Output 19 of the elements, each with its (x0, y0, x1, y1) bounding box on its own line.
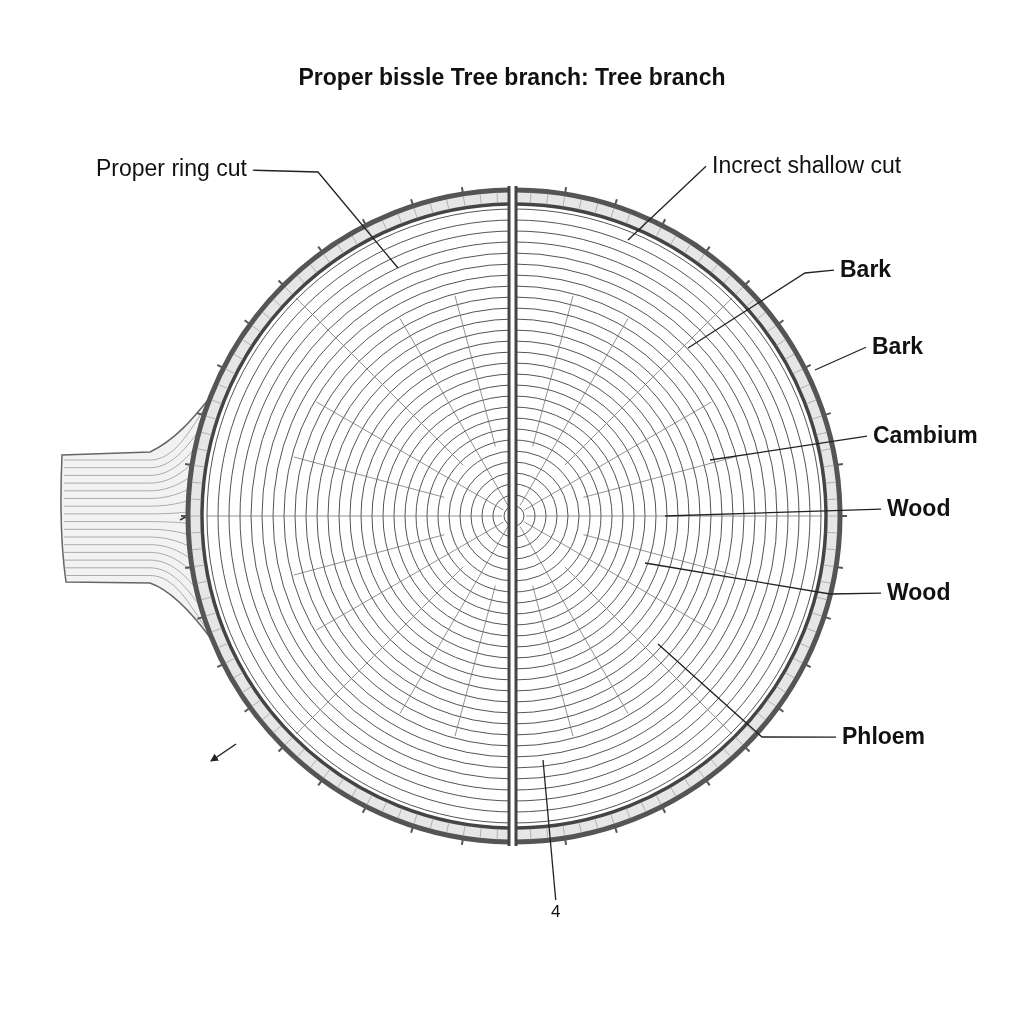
leader-line (644, 562, 882, 595)
part-label: Bark (840, 256, 892, 283)
part-label: Wood (887, 579, 951, 606)
part-label: Proper ring cut (96, 155, 247, 182)
leader-line (664, 508, 882, 517)
part-label: Wood (887, 495, 951, 522)
callout-number: 4 (551, 902, 561, 922)
part-label: Bark (872, 333, 924, 360)
leader-line (252, 169, 399, 269)
leader-line (814, 346, 867, 371)
part-label: Phloem (842, 723, 926, 750)
leader-line (687, 269, 835, 349)
part-label: Increct shallow cut (712, 152, 902, 179)
diagram-title: Proper bissle Tree branch: Tree branch (297, 64, 727, 91)
part-label: Cambium (873, 422, 978, 449)
leader-line (542, 759, 557, 901)
leader-line (709, 435, 868, 461)
leader-line (657, 643, 837, 738)
leader-line (627, 165, 707, 241)
